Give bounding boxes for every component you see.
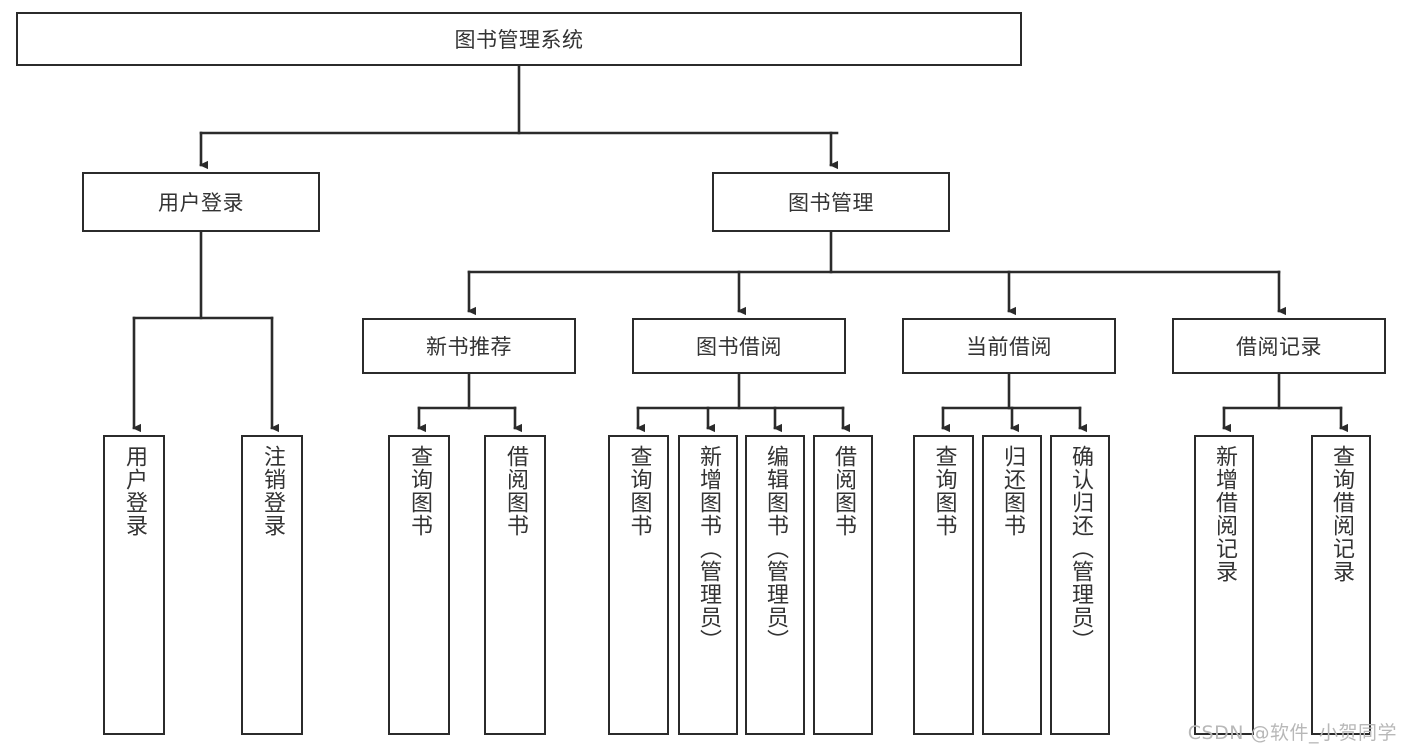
node-user-login-module[interactable]: 用户登录 [82, 172, 320, 232]
leaf-add-borrow-record[interactable]: 新增借阅记录 [1194, 435, 1254, 735]
watermark-text: CSDN @软件_小贺同学 [1187, 722, 1397, 744]
leaf-edit-book-admin[interactable]: 编辑图书（管理员） [745, 435, 805, 735]
leaf-query-books-recommend[interactable]: 查询图书 [388, 435, 450, 735]
leaf-user-login[interactable]: 用户登录 [103, 435, 165, 735]
leaf-add-book-admin[interactable]: 新增图书（管理员） [678, 435, 738, 735]
node-label: 图书管理 [788, 191, 874, 215]
node-book-management-module[interactable]: 图书管理 [712, 172, 950, 232]
node-label: 借阅记录 [1236, 335, 1322, 359]
node-label: 借阅图书 [502, 445, 528, 537]
node-label: 图书管理系统 [454, 28, 584, 52]
node-label: 归还图书 [999, 445, 1025, 537]
leaf-query-borrow-record[interactable]: 查询借阅记录 [1311, 435, 1371, 735]
node-label: 用户登录 [158, 191, 244, 215]
node-label: 查询借阅记录 [1328, 445, 1354, 583]
node-label: 新书推荐 [426, 335, 512, 359]
node-label: 图书借阅 [696, 335, 782, 359]
leaf-user-logout[interactable]: 注销登录 [241, 435, 303, 735]
leaf-confirm-return-admin[interactable]: 确认归还（管理员） [1050, 435, 1110, 735]
node-label: 新增借阅记录 [1211, 445, 1237, 583]
node-book-borrow[interactable]: 图书借阅 [632, 318, 846, 374]
leaf-return-books[interactable]: 归还图书 [982, 435, 1042, 735]
node-borrow-records[interactable]: 借阅记录 [1172, 318, 1386, 374]
node-root-system[interactable]: 图书管理系统 [16, 12, 1022, 66]
node-label: 确认归还（管理员） [1067, 445, 1093, 652]
leaf-query-books-borrow[interactable]: 查询图书 [608, 435, 669, 735]
node-label: 借阅图书 [830, 445, 856, 537]
node-label: 查询图书 [931, 445, 957, 537]
leaf-borrow-books-recommend[interactable]: 借阅图书 [484, 435, 546, 735]
node-label: 注销登录 [259, 445, 285, 537]
node-label: 查询图书 [406, 445, 432, 537]
node-label: 编辑图书（管理员） [762, 445, 788, 652]
node-label: 当前借阅 [966, 335, 1052, 359]
node-label: 查询图书 [626, 445, 652, 537]
leaf-query-books-current[interactable]: 查询图书 [913, 435, 974, 735]
node-label: 新增图书（管理员） [695, 445, 721, 652]
node-current-borrow[interactable]: 当前借阅 [902, 318, 1116, 374]
node-label: 用户登录 [121, 445, 147, 537]
node-new-book-recommend[interactable]: 新书推荐 [362, 318, 576, 374]
leaf-borrow-books[interactable]: 借阅图书 [813, 435, 873, 735]
